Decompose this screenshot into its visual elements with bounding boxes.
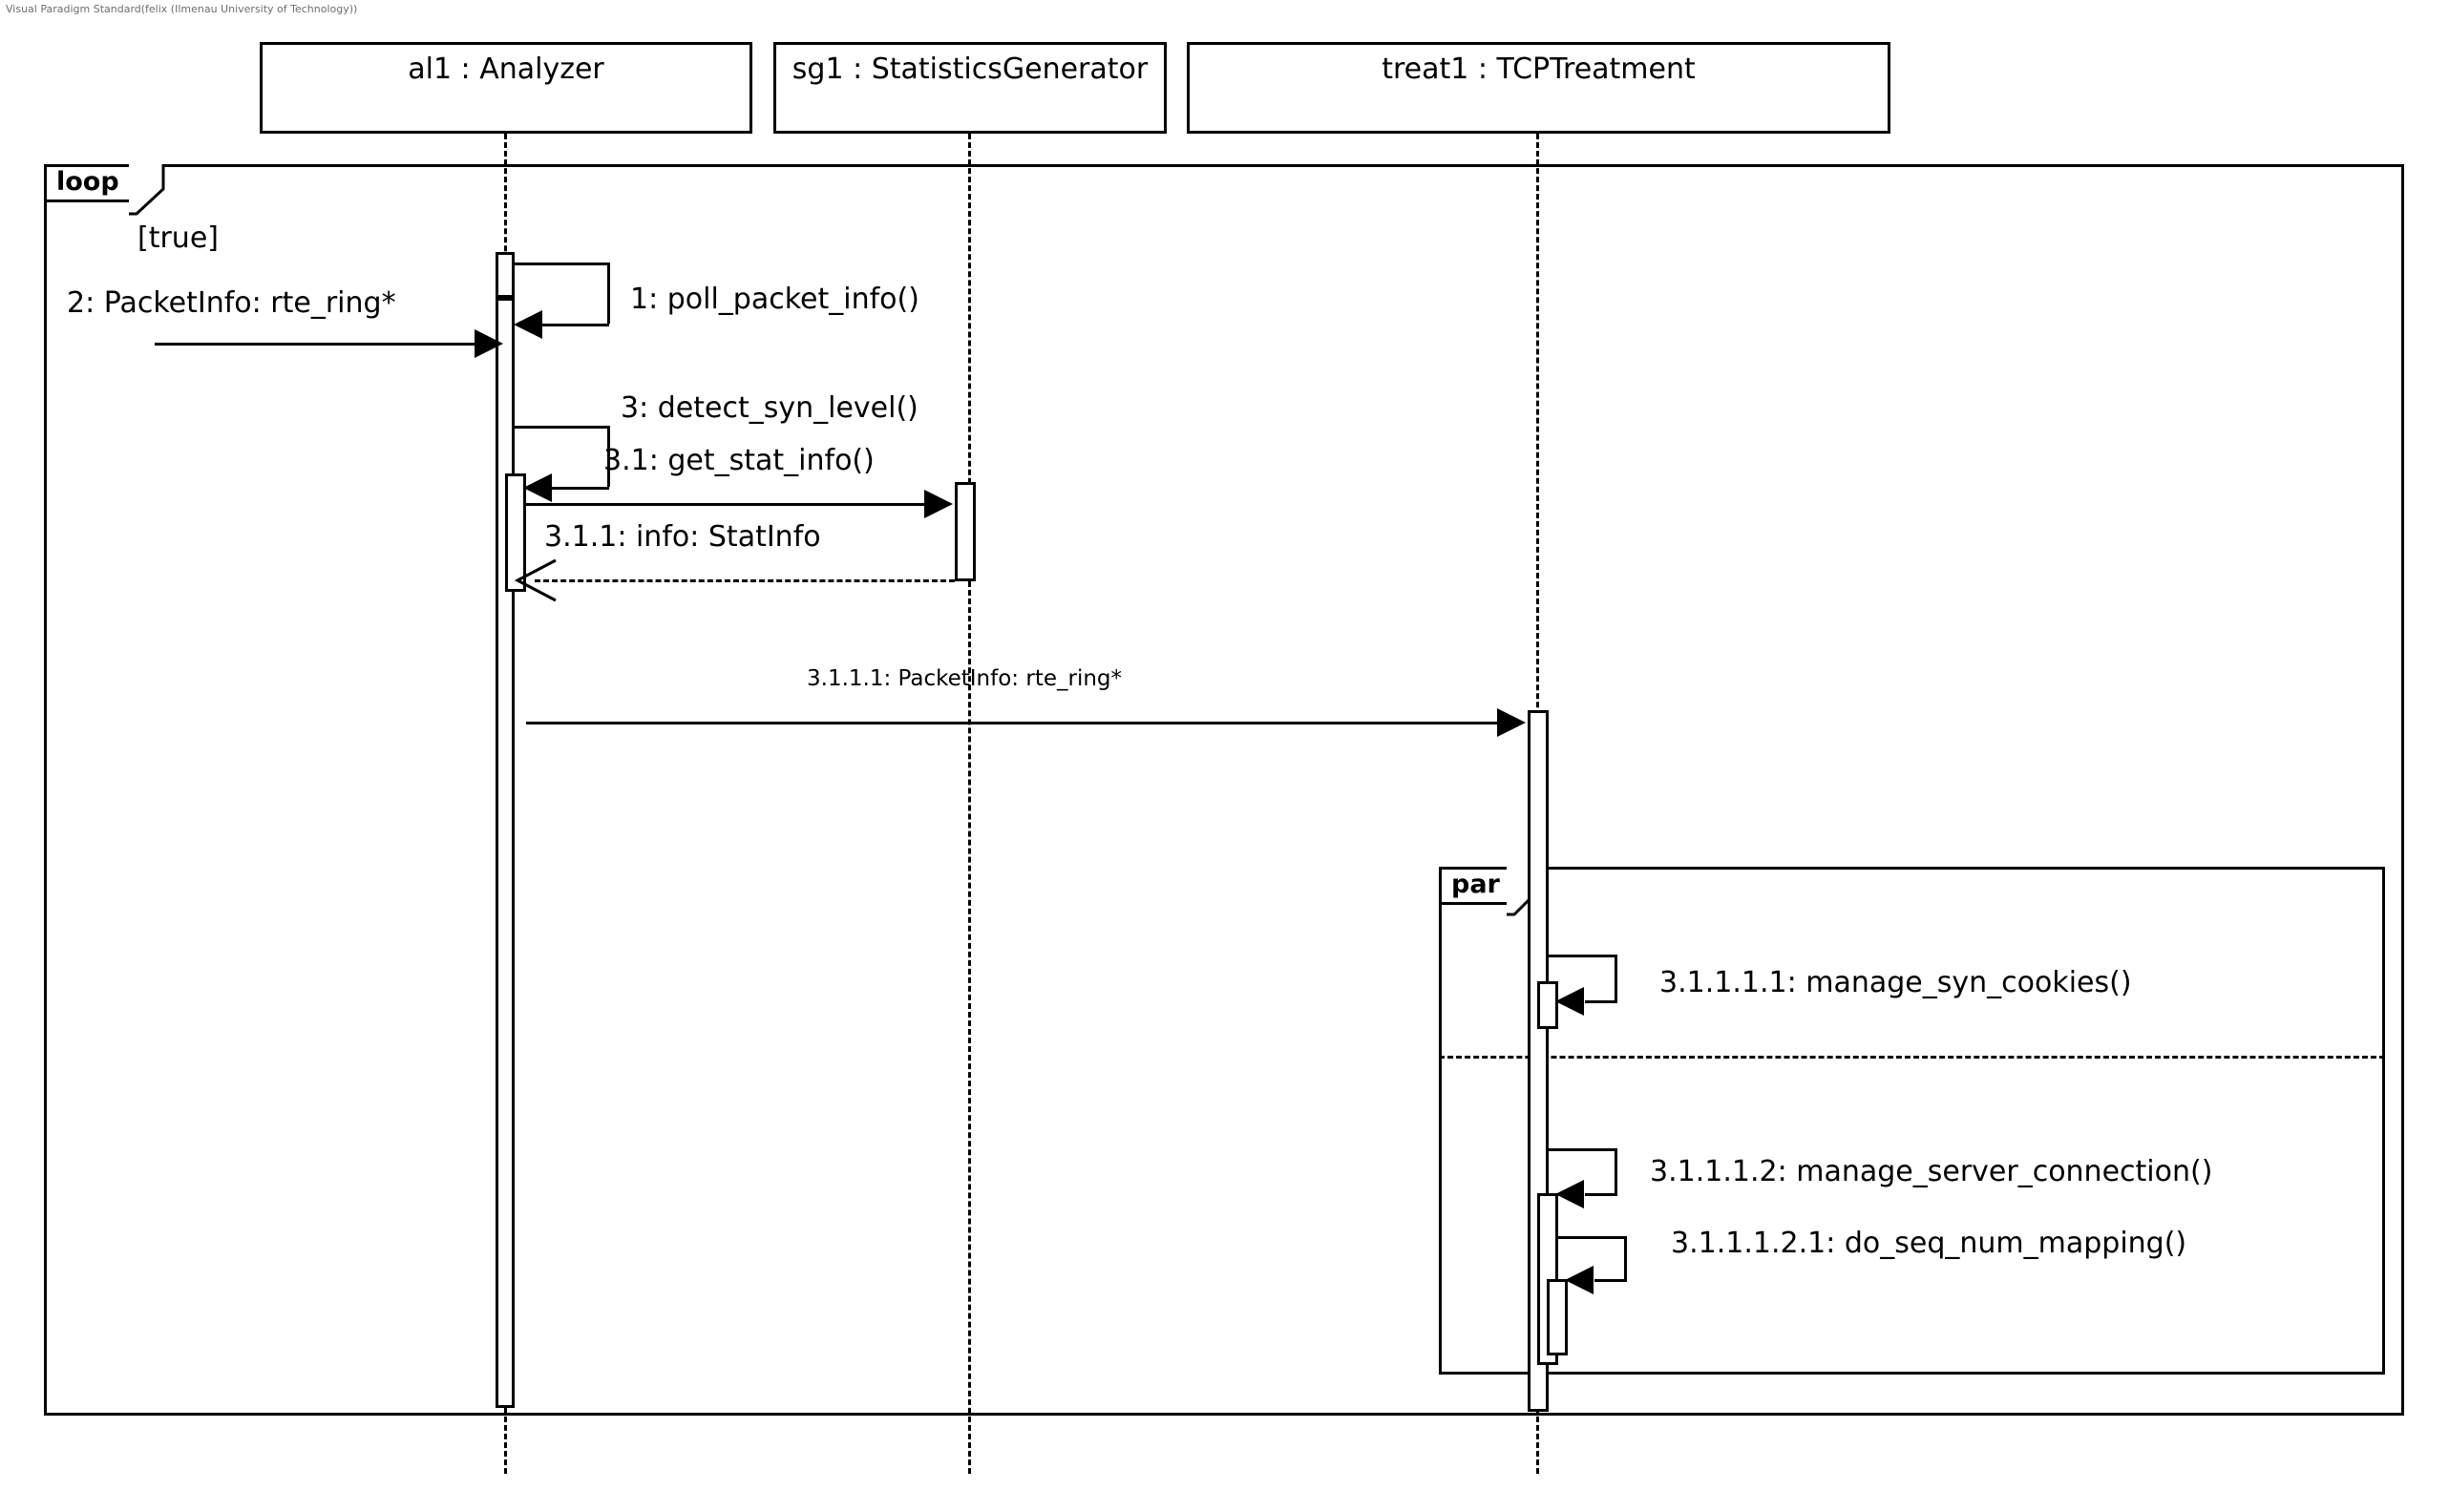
message-3-bottom-line	[552, 487, 609, 490]
lifeline-label-sg1: sg1 : StatisticsGenerator	[792, 52, 1149, 86]
message-3-1-1-1-2-top-line	[1549, 1148, 1617, 1151]
message-1-top-line	[515, 262, 610, 265]
message-1-bottom-line	[542, 324, 609, 326]
message-3-1-label: 3.1: get_stat_info()	[603, 444, 875, 477]
message-3-1-1-1-2-bottom-line	[1585, 1193, 1617, 1196]
message-3-right-line	[607, 426, 610, 487]
message-3-1-1-1-2-label: 3.1.1.1.2: manage_server_connection()	[1650, 1155, 2213, 1188]
lifeline-line-sg1	[968, 134, 971, 1474]
fragment-loop-tag-corner	[129, 164, 165, 216]
fragment-par[interactable]: par	[1439, 867, 2385, 1375]
fragment-loop[interactable]: loop	[44, 164, 2404, 1416]
fragment-par-tag: par	[1439, 867, 1510, 906]
message-1-arrowhead	[514, 310, 542, 339]
message-3-1-1-1-2-1-label: 3.1.1.1.2.1: do_seq_num_mapping()	[1671, 1227, 2187, 1260]
activation-al1-detect[interactable]	[505, 473, 526, 592]
message-3-1-1-1-1-right-line	[1615, 955, 1617, 1000]
lifeline-label-al1: al1 : Analyzer	[408, 52, 604, 86]
message-3-1-1-1-2-1-arrowhead	[1565, 1266, 1594, 1294]
message-3-1-1-1-2-1-bottom-line	[1594, 1279, 1627, 1282]
activation-treat1-seq-map[interactable]	[1547, 1279, 1568, 1355]
message-3-1-1-1-2-right-line	[1615, 1148, 1617, 1193]
message-3-1-1-1-arrowhead	[1497, 708, 1526, 737]
message-2-arrowhead	[475, 329, 503, 358]
message-3-1-1-1-2-1-top-line	[1558, 1236, 1627, 1239]
message-2-label: 2: PacketInfo: rte_ring*	[67, 286, 396, 320]
activation-al1-main[interactable]	[496, 298, 515, 1408]
fragment-par-operand-divider	[1439, 1056, 2385, 1059]
message-3-top-line	[515, 426, 610, 429]
message-3-arrowhead	[523, 473, 552, 502]
message-3-1-1-line	[535, 579, 955, 582]
message-3-1-1-1-1-arrowhead	[1555, 987, 1584, 1016]
message-1-right-line	[607, 262, 610, 324]
message-3-1-1-1-2-arrowhead	[1555, 1180, 1584, 1208]
message-3-label: 3: detect_syn_level()	[621, 391, 918, 425]
fragment-loop-guard: [true]	[137, 221, 219, 255]
message-3-1-1-1-1-bottom-line	[1585, 1000, 1617, 1003]
message-3-1-1-1-label: 3.1.1.1: PacketInfo: rte_ring*	[807, 666, 1123, 691]
message-3-1-arrowhead	[924, 490, 953, 518]
message-3-1-1-arrowhead	[514, 558, 557, 602]
message-3-1-1-1-line	[526, 722, 1500, 724]
lifeline-head-sg1[interactable]: sg1 : StatisticsGenerator	[773, 42, 1167, 134]
message-3-1-line	[526, 503, 927, 506]
activation-sg1-getstat[interactable]	[955, 482, 976, 581]
message-2-line	[155, 343, 479, 346]
message-3-1-1-1-1-label: 3.1.1.1.1: manage_syn_cookies()	[1659, 966, 2132, 999]
message-3-1-1-label: 3.1.1: info: StatInfo	[544, 520, 821, 554]
lifeline-head-treat1[interactable]: treat1 : TCPTreatment	[1187, 42, 1890, 134]
lifeline-head-al1[interactable]: al1 : Analyzer	[260, 42, 752, 134]
message-1-label: 1: poll_packet_info()	[630, 283, 919, 316]
watermark-text: Visual Paradigm Standard(felix (Ilmenau …	[6, 3, 358, 15]
message-3-1-1-1-2-1-right-line	[1624, 1236, 1627, 1279]
message-3-1-1-1-1-top-line	[1549, 955, 1617, 957]
fragment-loop-tag: loop	[44, 164, 132, 203]
activation-al1-poll[interactable]	[496, 252, 515, 298]
lifeline-label-treat1: treat1 : TCPTreatment	[1382, 52, 1696, 86]
